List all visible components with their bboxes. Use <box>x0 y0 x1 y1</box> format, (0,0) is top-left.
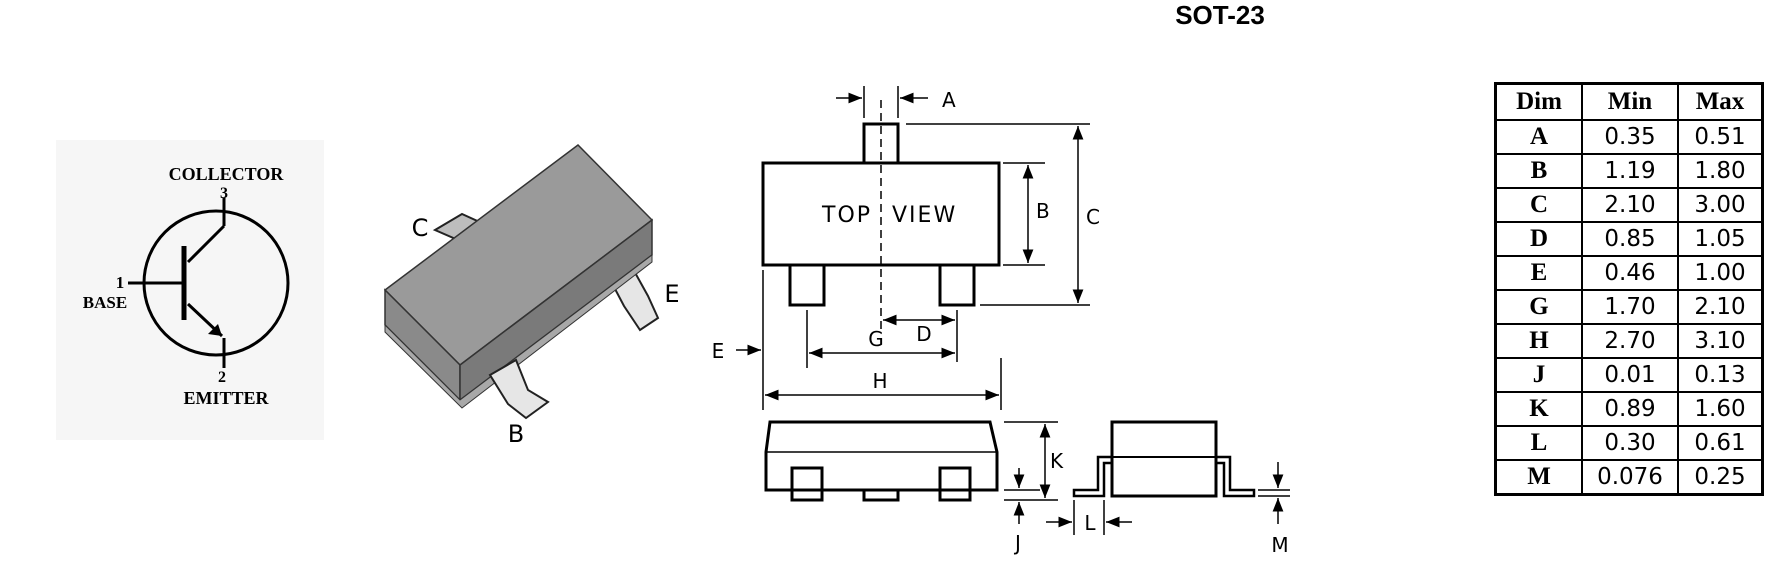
dim-d-label: D <box>916 322 931 346</box>
side-view-end-labels: L M <box>1084 511 1288 557</box>
dim-l-label: L <box>1084 511 1096 535</box>
dim-cell: A <box>1494 119 1583 155</box>
min-cell: 1.70 <box>1581 289 1679 325</box>
dim-j-label: J <box>1013 531 1021 555</box>
bottom-pin-1 <box>788 263 826 307</box>
side-pin-center <box>862 488 900 502</box>
max-cell: 1.00 <box>1677 255 1764 291</box>
top-pin-3 <box>862 122 900 165</box>
end-body <box>1110 420 1218 498</box>
top-view-text-top: TOP <box>821 203 872 228</box>
lead-e-label: E <box>664 280 679 308</box>
dim-cell: C <box>1494 187 1583 223</box>
dim-e-label: E <box>712 339 725 363</box>
max-cell: 1.05 <box>1677 221 1764 257</box>
min-cell: 0.076 <box>1581 459 1679 496</box>
collector-label: COLLECTOR <box>169 164 285 184</box>
lead-c-label: C <box>412 214 429 242</box>
dim-cell: M <box>1494 459 1583 496</box>
dim-a-label: A <box>942 88 956 112</box>
collector-diagonal <box>186 224 226 264</box>
emitter-pin: 2 <box>218 369 226 386</box>
header-min: Min <box>1581 82 1679 121</box>
end-lead-left <box>1072 455 1112 498</box>
min-cell: 0.85 <box>1581 221 1679 257</box>
max-cell: 2.10 <box>1677 289 1764 325</box>
transistor-schematic: COLLECTOR 3 1 BASE 2 EMITTER <box>56 140 324 440</box>
lead-b-label: B <box>508 420 524 448</box>
bottom-pin-2 <box>938 263 976 307</box>
side-view-end <box>1046 420 1290 535</box>
dim-cell: G <box>1494 289 1583 325</box>
header-max: Max <box>1677 82 1764 121</box>
side-pin-right <box>938 466 972 502</box>
top-view-text-view: VIEW <box>892 203 957 228</box>
emitter-label: EMITTER <box>183 388 269 408</box>
max-cell: 1.60 <box>1677 391 1764 427</box>
emitter-arrow-icon <box>208 324 222 336</box>
side-pin-left <box>790 466 824 502</box>
min-cell: 0.01 <box>1581 357 1679 393</box>
dim-cell: K <box>1494 391 1583 427</box>
dim-k-label: K <box>1050 449 1064 473</box>
dim-cell: E <box>1494 255 1583 291</box>
side-view-front-labels: K J <box>1013 449 1064 555</box>
max-cell: 1.80 <box>1677 153 1764 189</box>
max-cell: 3.00 <box>1677 187 1764 223</box>
dim-c-label: C <box>1086 205 1100 229</box>
collector-pin: 3 <box>220 185 228 202</box>
page-title: SOT-23 <box>1175 0 1265 30</box>
min-cell: 0.46 <box>1581 255 1679 291</box>
lead-b <box>488 358 550 420</box>
min-cell: 0.89 <box>1581 391 1679 427</box>
max-cell: 0.13 <box>1677 357 1764 393</box>
max-cell: 0.61 <box>1677 425 1764 461</box>
base-pin: 1 <box>116 273 125 292</box>
min-cell: 2.70 <box>1581 323 1679 359</box>
dim-m-label: M <box>1271 533 1288 557</box>
dim-cell: D <box>1494 221 1583 257</box>
header-dim: Dim <box>1494 82 1583 121</box>
dim-cell: H <box>1494 323 1583 359</box>
side-view-front <box>764 420 1058 524</box>
top-view-drawing <box>736 86 1090 410</box>
dim-h-label: H <box>872 369 887 393</box>
table-header-row: Dim Min Max <box>1494 82 1764 121</box>
dim-cell: J <box>1494 357 1583 393</box>
dim-cell: L <box>1494 425 1583 461</box>
min-cell: 1.19 <box>1581 153 1679 189</box>
end-lead-right <box>1216 455 1256 498</box>
top-view-labels: A TOP VIEW B C D G E H <box>712 88 1100 393</box>
min-cell: 2.10 <box>1581 187 1679 223</box>
dim-cell: B <box>1494 153 1583 189</box>
dim-g-label: G <box>868 327 884 351</box>
max-cell: 3.10 <box>1677 323 1764 359</box>
min-cell: 0.30 <box>1581 425 1679 461</box>
min-cell: 0.35 <box>1581 119 1679 155</box>
schematic-background <box>56 140 324 440</box>
package-base <box>384 253 653 409</box>
max-cell: 0.25 <box>1677 459 1764 496</box>
dim-b-label: B <box>1036 199 1050 223</box>
package-3d: C E B <box>383 144 680 448</box>
base-label: BASE <box>83 293 127 312</box>
max-cell: 0.51 <box>1677 119 1764 155</box>
side-body <box>764 420 999 492</box>
